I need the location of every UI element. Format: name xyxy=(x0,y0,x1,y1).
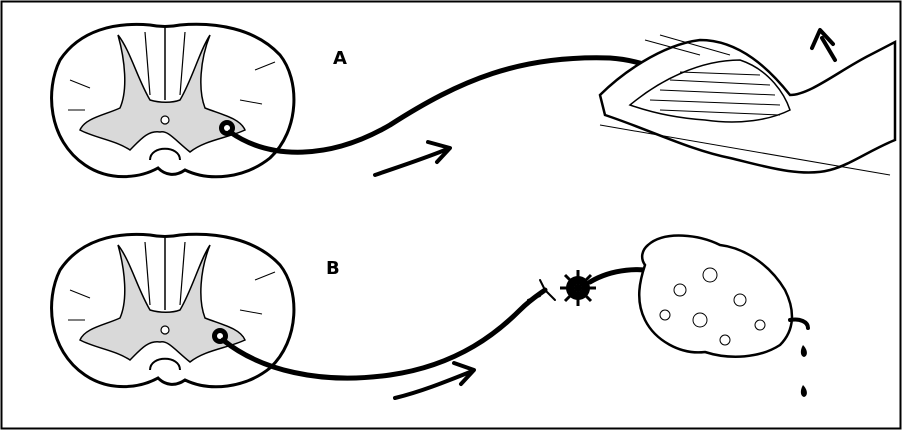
spinal-cord-section-b xyxy=(52,234,294,386)
gland-illustration xyxy=(639,236,808,397)
movement-arrow xyxy=(812,30,835,60)
arrow-a xyxy=(375,142,450,175)
spinal-cord-section-a xyxy=(52,24,294,176)
panel-a xyxy=(52,24,895,176)
panel-label-b: B xyxy=(326,258,340,279)
muscle-illustration xyxy=(600,35,895,175)
panel-b xyxy=(52,234,808,398)
panel-label-a: A xyxy=(333,48,347,69)
ganglion-neuron xyxy=(560,270,596,306)
arrow-b xyxy=(395,363,474,398)
